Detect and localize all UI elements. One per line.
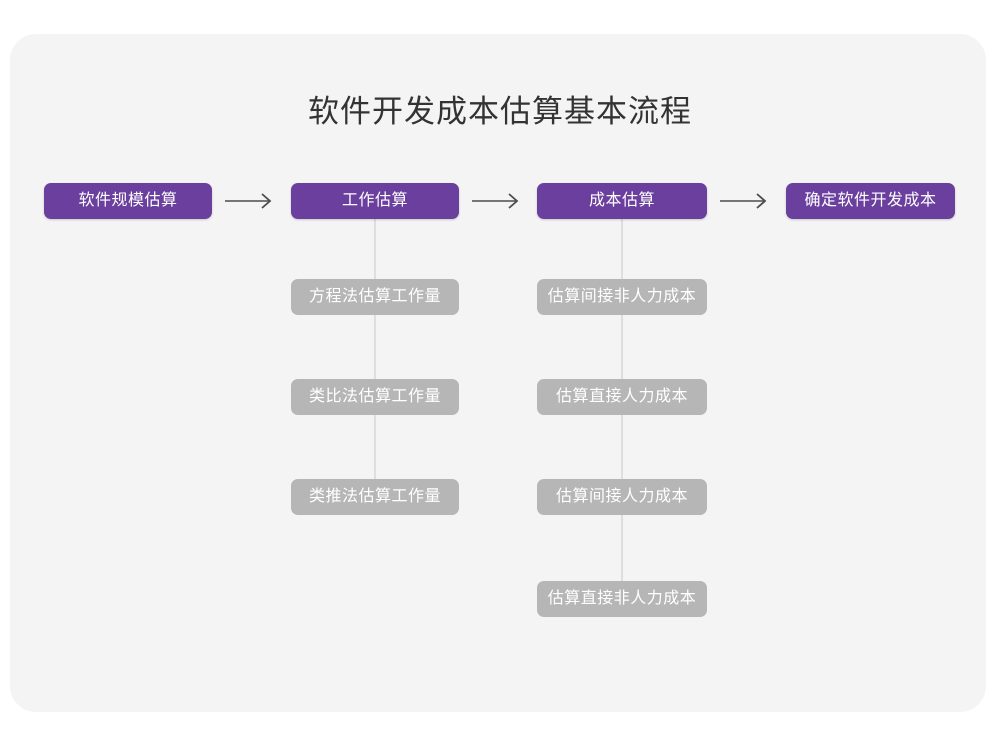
- branch-node-analogy-method-effort[interactable]: 类比法估算工作量: [291, 379, 459, 415]
- flow-node-work-estimation[interactable]: 工作估算: [291, 183, 459, 219]
- flow-node-cost-estimation[interactable]: 成本估算: [537, 183, 707, 219]
- page-title: 软件开发成本估算基本流程: [308, 94, 692, 129]
- diagram-card: [10, 34, 986, 712]
- branch-node-deduction-method-effort[interactable]: 类推法估算工作量: [291, 479, 459, 515]
- branch-node-indirect-labor-cost[interactable]: 估算间接人力成本: [537, 479, 707, 515]
- branch-node-indirect-non-labor-cost[interactable]: 估算间接非人力成本: [537, 279, 707, 315]
- flow-node-software-scale-estimation[interactable]: 软件规模估算: [44, 183, 212, 219]
- branch-node-direct-non-labor-cost[interactable]: 估算直接非人力成本: [537, 581, 707, 617]
- arrow-3-icon: [717, 183, 773, 219]
- connector-line-branch-1: [374, 219, 376, 499]
- flow-node-determine-development-cost[interactable]: 确定软件开发成本: [786, 183, 955, 219]
- branch-node-direct-labor-cost[interactable]: 估算直接人力成本: [537, 379, 707, 415]
- arrow-1-icon: [222, 183, 278, 219]
- arrow-2-icon: [469, 183, 525, 219]
- branch-node-equation-method-effort[interactable]: 方程法估算工作量: [291, 279, 459, 315]
